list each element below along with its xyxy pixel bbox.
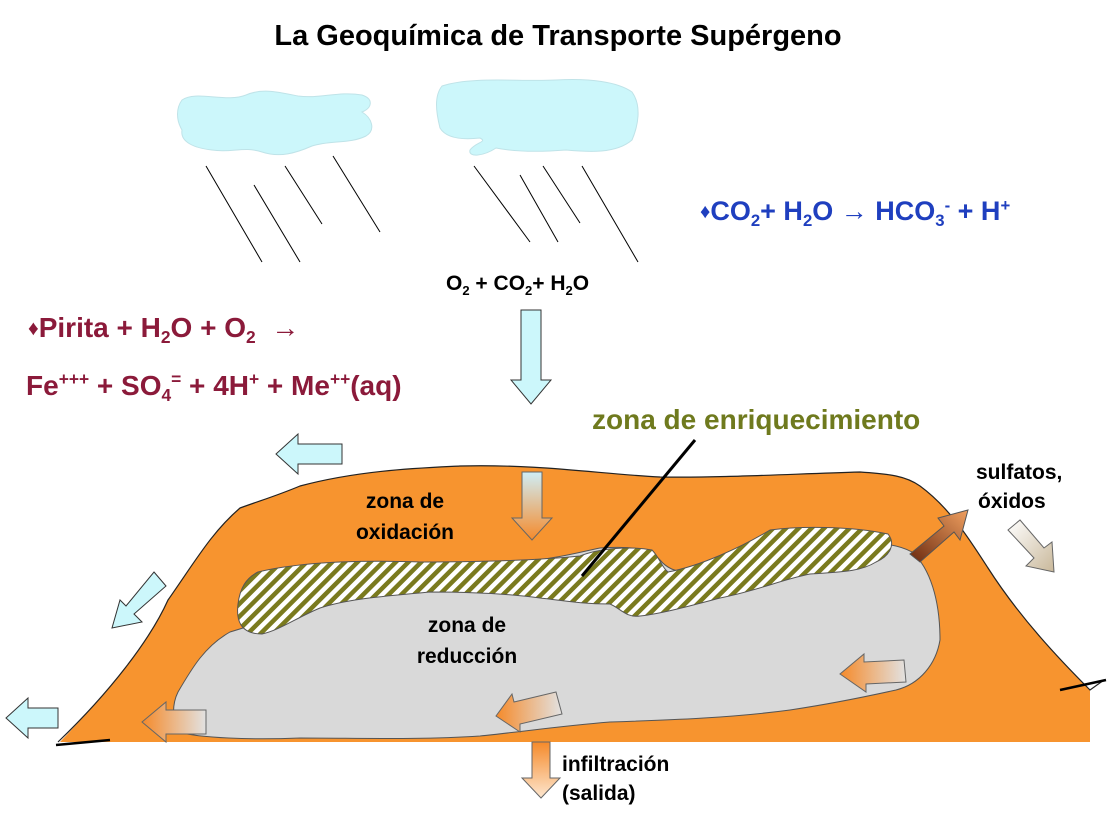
- base-line-left: [55, 738, 111, 747]
- flow-arrow-bottom-center: [495, 691, 563, 733]
- base-line-right: [1059, 678, 1107, 692]
- enrichment-pointer-line: [580, 439, 697, 577]
- oxidation-arrow-down: [510, 471, 554, 541]
- oxidation-zone-label: zona de oxidación: [355, 490, 455, 544]
- flow-arrow-bottom-left: [141, 700, 207, 744]
- bullet-icon: ♦: [28, 316, 39, 340]
- equation-co2: ♦CO2+ H2O → HCO3- + H+: [700, 195, 1011, 230]
- sulfates-outflow-arrow: [909, 509, 969, 563]
- outflow-arrow-mid-left: [111, 571, 167, 629]
- input-arrow-down: [509, 309, 553, 405]
- input-label: O2 + CO2+ H2O: [446, 272, 590, 298]
- infiltration-arrow: [520, 741, 562, 799]
- cloud-right: [436, 79, 639, 156]
- ground-outline: [57, 465, 1105, 743]
- outflow-arrow-bottom-left: [5, 696, 59, 740]
- outflow-arrow-top-left: [275, 432, 343, 476]
- rain-lines: [205, 155, 639, 263]
- infiltration-label: infiltración (salida): [562, 753, 670, 805]
- bullet-icon: ♦: [700, 200, 711, 223]
- equation-pyrite-line2: Fe+++ + SO4= + 4H+ + Me++(aq): [26, 369, 402, 406]
- enrichment-zone: [237, 526, 892, 635]
- reduction-zone-label: zona de reducción: [416, 614, 518, 668]
- sulfates-label: sulfatos, óxidos: [976, 461, 1063, 513]
- enrichment-zone-label: zona de enriquecimiento: [592, 404, 921, 435]
- equation-pyrite-line1: ♦Pirita + H2O + O2 →: [28, 312, 300, 348]
- cloud-left: [177, 90, 373, 156]
- flow-arrow-right: [839, 652, 907, 693]
- diagram-title: La Geoquímica de Transporte Supérgeno: [274, 20, 842, 52]
- sulfates-descending-arrow: [1007, 519, 1055, 573]
